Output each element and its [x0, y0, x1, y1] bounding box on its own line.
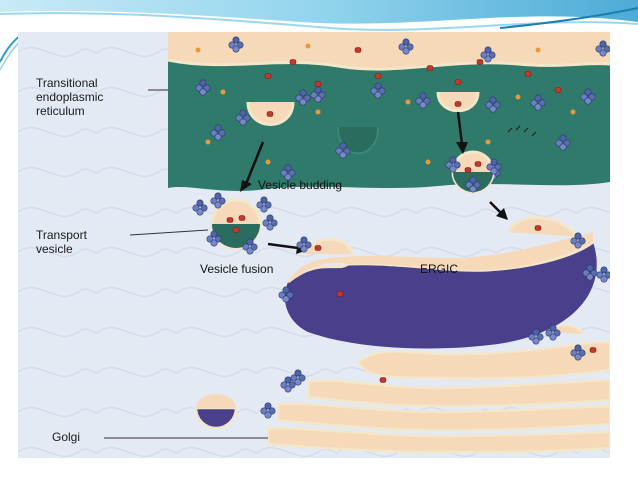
- label-golgi: Golgi: [52, 430, 81, 444]
- label-transitional-er: Transitional endoplasmic reticulum: [36, 76, 103, 118]
- label-ter-line3: reticulum: [36, 104, 85, 118]
- label-transport-line2: vesicle: [36, 242, 73, 256]
- annotation-vesicle-budding: Vesicle budding: [258, 178, 343, 192]
- annotation-ergic: ERGIC: [420, 262, 459, 276]
- header-swoosh-decoration: [0, 0, 638, 70]
- label-ter-line1: Transitional: [36, 76, 98, 90]
- er-golgi-transport-diagram: [18, 32, 610, 458]
- label-transport-vesicle: Transport vesicle: [36, 228, 87, 256]
- label-ter-line2: endoplasmic: [36, 90, 104, 104]
- annotation-vesicle-fusion: Vesicle fusion: [200, 262, 274, 276]
- label-transport-line1: Transport: [36, 228, 87, 242]
